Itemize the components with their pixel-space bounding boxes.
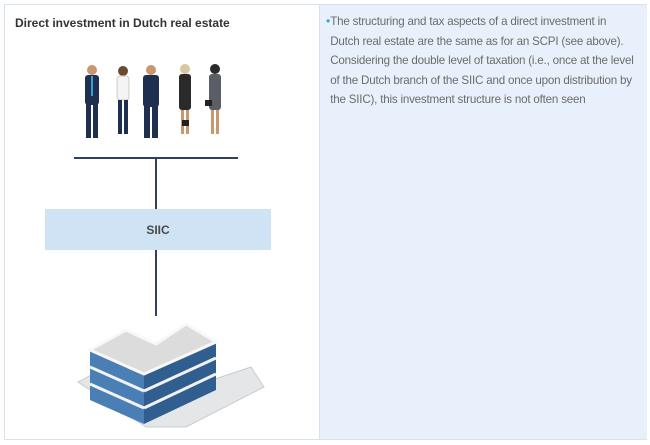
description-panel: • The structuring and tax aspects of a d… [319,5,647,439]
person-icon [143,65,159,138]
entity-box-siic: SIIC [45,209,271,250]
bullet-item: • The structuring and tax aspects of a d… [326,12,638,110]
person-icon [179,64,191,134]
person-icon [85,65,99,138]
person-icon [116,66,130,134]
building-illustration [77,322,265,428]
investors-illustration [85,64,221,138]
connector-line [155,158,157,209]
diagram-title: Direct investment in Dutch real estate [15,16,230,30]
person-icon [205,64,221,134]
bullet-text: The structuring and tax aspects of a dir… [330,15,634,106]
connector-line [155,250,157,316]
entity-box-label: SIIC [146,222,170,237]
bullet-icon: • [326,14,331,28]
